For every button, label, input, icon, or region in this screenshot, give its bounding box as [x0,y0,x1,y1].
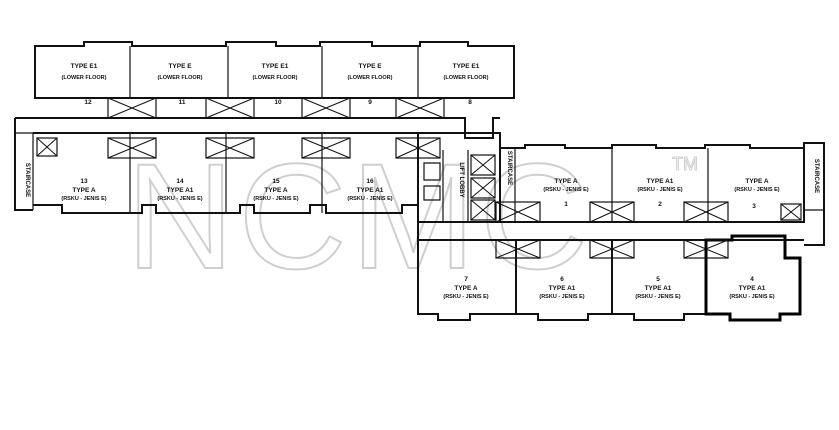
void-box [107,97,157,119]
unit-number: 7 [464,276,468,283]
unit-number: 4 [750,276,754,283]
unit-14: 14 TYPE A1 (RSKU - JENIS E) [157,178,202,202]
unit-type: TYPE E1 [262,63,289,70]
unit-floor: (LOWER FLOOR) [158,75,203,81]
unit-type: TYPE A [72,187,96,194]
unit-type: TYPE A1 [357,187,384,194]
unit-11: TYPE E (LOWER FLOOR) 11 [158,63,203,106]
unit-sub: (RSKU - JENIS E) [539,294,584,300]
unit-sub: (RSKU - JENIS E) [443,294,488,300]
void-box [683,201,729,223]
unit-number: 5 [656,276,660,283]
unit-type: TYPE E1 [71,63,98,70]
lift-lobby-label: LIFT LOBBY [458,162,464,197]
lift-shaft [470,177,496,199]
void-box [107,137,157,159]
watermark-tm: TM [672,154,698,174]
unit-sub: (RSKU - JENIS E) [157,196,202,202]
void-box [301,137,351,159]
watermark: NCMC TM [125,131,699,301]
unit-type: TYPE A [554,178,578,185]
void-markers [36,97,802,259]
unit-number: 6 [560,276,564,283]
unit-floor: (LOWER FLOOR) [253,75,298,81]
staircase-left-label: STAIRCASE [24,163,30,197]
unit-type: TYPE A [454,285,478,292]
unit-sub: (RSKU - JENIS E) [635,294,680,300]
unit-type: TYPE A [264,187,288,194]
void-box [495,239,541,259]
void-box [683,239,729,259]
unit-number: 16 [366,178,374,185]
unit-number: 2 [658,201,662,208]
void-box [301,97,351,119]
unit-type: TYPE A1 [167,187,194,194]
void-box [205,97,255,119]
void-box [395,97,445,119]
unit-number: 3 [752,203,756,210]
unit-number: 13 [80,178,88,185]
unit-6: 6 TYPE A1 (RSKU - JENIS E) [539,276,584,300]
unit-10: TYPE E1 (LOWER FLOOR) 10 [253,63,298,106]
unit-type: TYPE A1 [647,178,674,185]
unit-sub: (RSKU - JENIS E) [61,196,106,202]
building-walls [14,41,825,322]
unit-sub: (RSKU - JENIS E) [729,294,774,300]
unit-number: 11 [179,99,186,106]
unit-sub: (RSKU - JENIS E) [347,196,392,202]
unit-7: 7 TYPE A (RSKU - JENIS E) [443,276,488,300]
unit-floor: (LOWER FLOOR) [348,75,393,81]
unit-floor: (LOWER FLOOR) [62,75,107,81]
unit-type: TYPE E [168,63,192,70]
unit-sub: (RSKU - JENIS E) [543,187,588,193]
unit-4: 4 TYPE A1 (RSKU - JENIS E) [729,276,774,300]
staircase-middle-label: STAIRCASE [506,151,512,185]
unit-16: 16 TYPE A1 (RSKU - JENIS E) [347,178,392,202]
unit-number: 10 [274,99,282,106]
watermark-text: NCMC [126,132,592,300]
unit-9: TYPE E (LOWER FLOOR) 9 [348,63,393,106]
unit-type: TYPE A1 [645,285,672,292]
unit-number: 12 [84,99,92,106]
unit-1: TYPE A (RSKU - JENIS E) 1 [543,178,588,208]
void-box [36,137,58,157]
unit-type: TYPE A1 [549,285,576,292]
unit-13: 13 TYPE A (RSKU - JENIS E) [61,178,106,202]
unit-type: TYPE A1 [739,285,766,292]
unit-type: TYPE E [358,63,382,70]
lift-shaft [470,199,496,221]
staircase-right-label: STAIRCASE [813,159,819,193]
unit-floor: (LOWER FLOOR) [444,75,489,81]
unit-number: 9 [368,99,372,106]
void-box [205,137,255,159]
unit-number: 1 [564,201,568,208]
unit-5: 5 TYPE A1 (RSKU - JENIS E) [635,276,680,300]
unit-type: TYPE E1 [453,63,480,70]
void-box [589,201,635,223]
void-box [589,239,635,259]
unit-8: TYPE E1 (LOWER FLOOR) 8 [444,63,489,106]
unit-number: 15 [272,178,280,185]
unit-sub: (RSKU - JENIS E) [637,187,682,193]
void-box [495,201,541,223]
lift-shaft [470,154,496,176]
unit-15: 15 TYPE A (RSKU - JENIS E) [253,178,298,202]
unit-number: 14 [176,178,184,185]
unit-sub: (RSKU - JENIS E) [734,187,779,193]
unit-12: TYPE E1 (LOWER FLOOR) 12 [62,63,107,106]
unit-3: TYPE A (RSKU - JENIS E) 3 [734,178,779,210]
unit-sub: (RSKU - JENIS E) [253,196,298,202]
unit-number: 8 [468,99,472,106]
void-box [395,137,441,159]
unit-2: TYPE A1 (RSKU - JENIS E) 2 [637,178,682,208]
unit-type: TYPE A [745,178,769,185]
void-box [780,203,802,221]
